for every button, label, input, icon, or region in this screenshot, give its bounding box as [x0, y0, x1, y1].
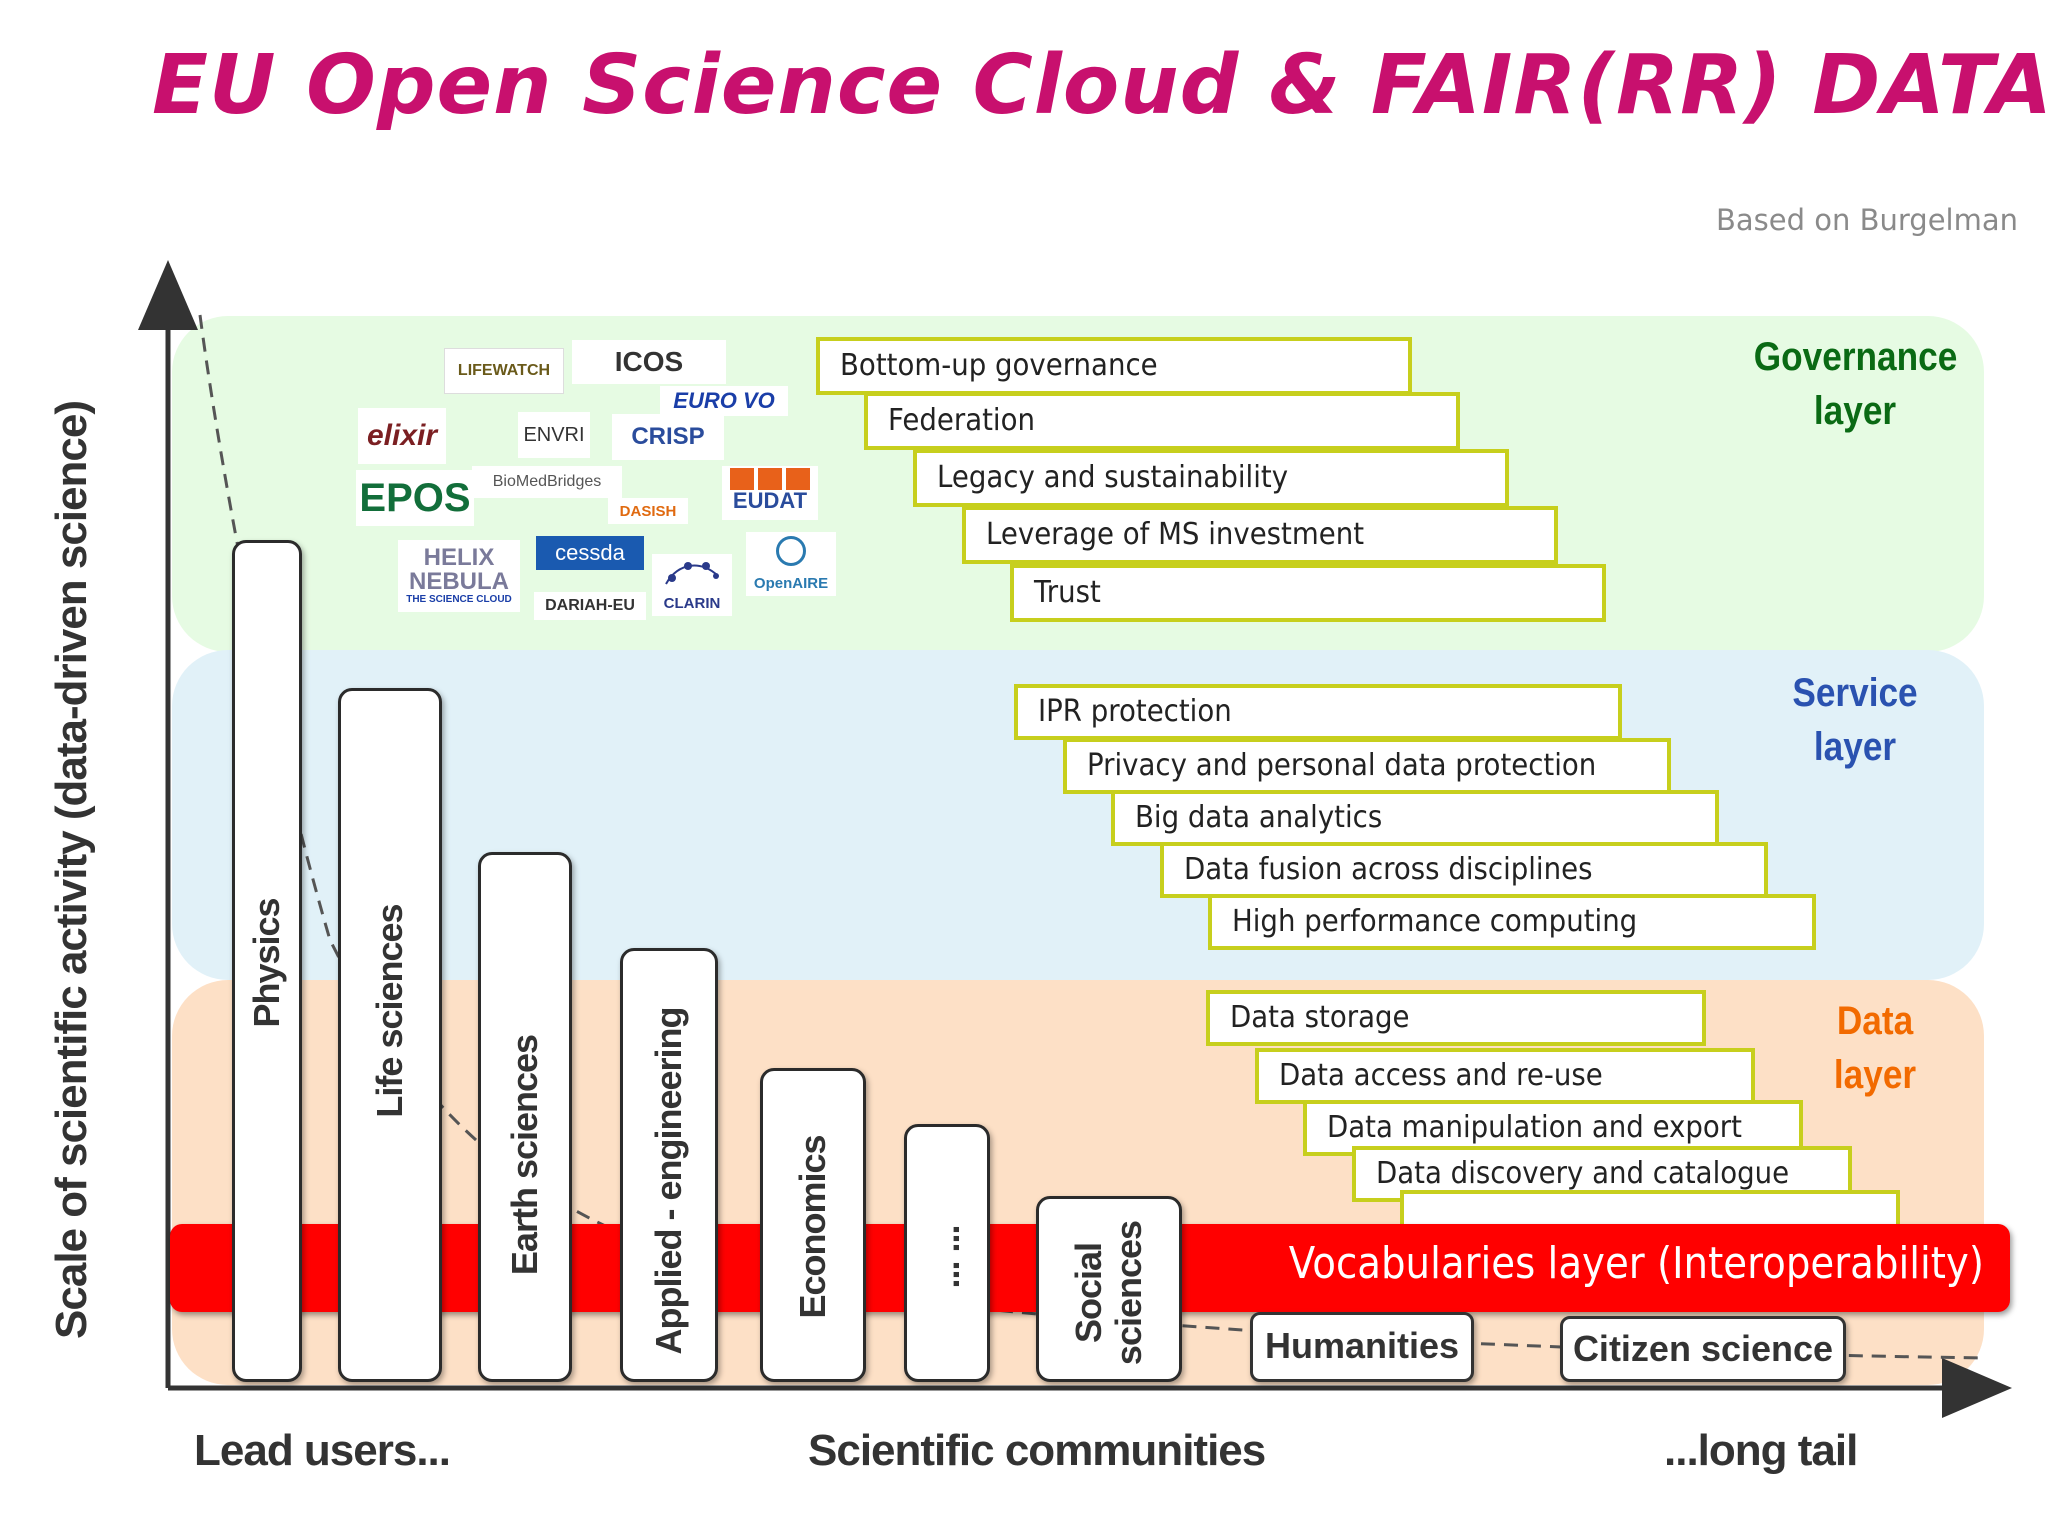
- service-item: Privacy and personal data protection: [1063, 738, 1671, 794]
- lifewatch-logo: LIFEWATCH: [444, 348, 564, 394]
- data-item: Data access and re-use: [1255, 1048, 1755, 1104]
- envri-logo: ENVRI: [518, 412, 590, 458]
- governance-item: Bottom-up governance: [816, 337, 1412, 395]
- service-item: Data fusion across disciplines: [1160, 842, 1768, 898]
- clarin-logo: CLARIN: [652, 554, 732, 616]
- vocabularies-layer-label: Vocabularies layer (Interoperability): [1288, 1238, 1984, 1289]
- x-axis-label-right: ...long tail: [1664, 1426, 1858, 1475]
- column-physics: Physics: [232, 540, 302, 1382]
- biomedbridges-logo: BioMedBridges: [472, 466, 622, 498]
- y-axis-label: Scale of scientific activity (data-drive…: [47, 401, 96, 1339]
- governance-item: Trust: [1010, 564, 1606, 622]
- dariah-logo: DARIAH-EU: [534, 592, 646, 620]
- cessda-logo: cessda: [536, 536, 644, 570]
- column-more: ... ...: [904, 1124, 990, 1382]
- governance-item: Legacy and sustainability: [913, 449, 1509, 507]
- page-title: EU Open Science Cloud & FAIR(RR) DATA: [152, 38, 2048, 133]
- column-earth-sciences: Earth sciences: [478, 852, 572, 1382]
- governance-item: Leverage of MS investment: [962, 506, 1558, 564]
- openaire-ring-icon: [776, 536, 806, 566]
- credit-note: Based on Burgelman: [1716, 203, 2018, 237]
- x-axis-label-left: Lead users...: [194, 1426, 451, 1475]
- epos-logo: EPOS: [356, 470, 474, 526]
- column-economics: Economics: [760, 1068, 866, 1382]
- icos-logo: ICOS: [572, 340, 726, 384]
- eurovo-logo: EURO VO: [660, 386, 788, 416]
- service-item: IPR protection: [1014, 684, 1622, 740]
- service-item: High performance computing: [1208, 894, 1816, 950]
- governance-item: Federation: [864, 392, 1460, 450]
- column-applied-engineering: Applied - engineering: [620, 948, 718, 1382]
- crisp-logo: CRISP: [612, 414, 724, 460]
- x-axis-label-center: Scientific communities: [808, 1426, 1266, 1475]
- data-item: Data storage: [1206, 990, 1706, 1046]
- elixir-logo: elixir: [358, 408, 446, 464]
- service-item: Big data analytics: [1111, 790, 1719, 846]
- citizen-science-box: Citizen science: [1560, 1316, 1846, 1382]
- humanities-box: Humanities: [1250, 1312, 1474, 1382]
- clarin-dots-icon: [662, 556, 722, 590]
- dasish-logo: DASISH: [608, 498, 688, 524]
- column-life-sciences: Life sciences: [338, 688, 442, 1382]
- eudat-blocks-icon: [730, 468, 810, 490]
